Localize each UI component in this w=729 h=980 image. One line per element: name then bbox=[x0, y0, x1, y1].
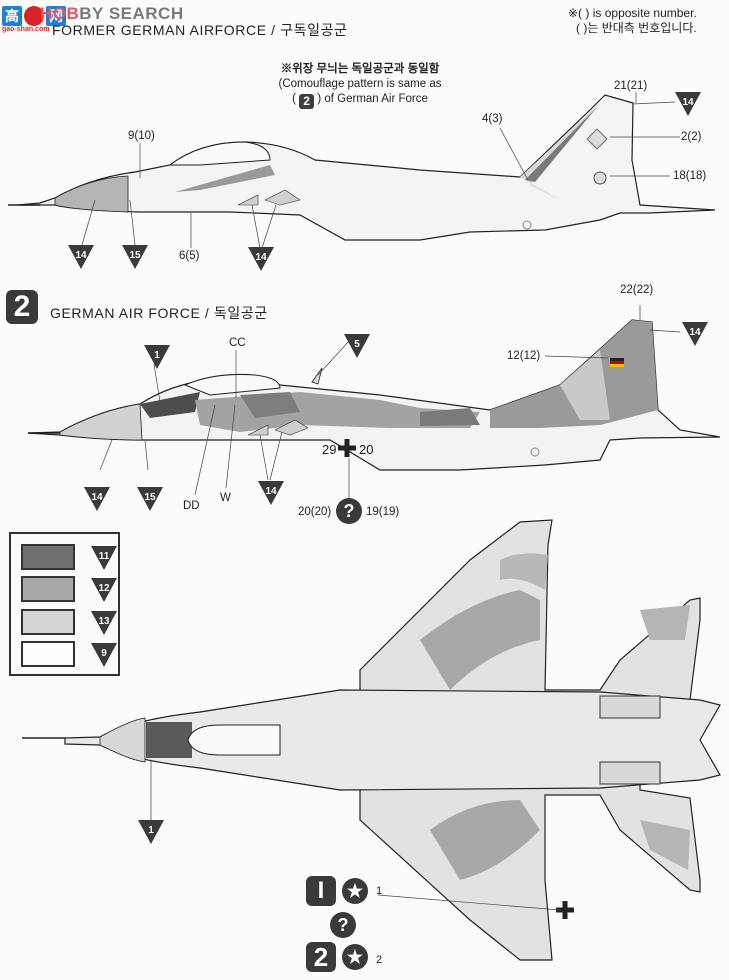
section2-ref-badge: 2 bbox=[299, 94, 315, 109]
aircraft2-side-view bbox=[27, 319, 721, 471]
opposite-number-note: ※( ) is opposite number. ( )는 반대측 번호입니다. bbox=[568, 6, 697, 36]
version1-badge: I bbox=[306, 876, 336, 906]
svg-text:9: 9 bbox=[101, 648, 107, 659]
question-icon: ? bbox=[336, 498, 362, 524]
svg-text:15: 15 bbox=[144, 492, 156, 503]
decal-label-cc: CC bbox=[229, 337, 246, 349]
logo-thumb-icon bbox=[24, 6, 44, 26]
svg-text:14: 14 bbox=[255, 252, 267, 263]
svg-text:14: 14 bbox=[91, 492, 103, 503]
swatch-white bbox=[21, 641, 75, 667]
watermark-text: HOBBY SEARCH bbox=[40, 4, 184, 24]
watermark-prefix: HOB bbox=[40, 4, 80, 23]
legend-code-11: 11 bbox=[91, 546, 117, 575]
star1-label: 1 bbox=[376, 885, 383, 897]
decal-label-21: 21(21) bbox=[614, 80, 648, 92]
legend-code-13: 13 bbox=[91, 611, 117, 640]
decal-label-12: 12(12) bbox=[507, 350, 541, 362]
decal-number-29: 29 bbox=[322, 442, 337, 457]
aircraft1-side-view bbox=[8, 94, 716, 241]
watermark-main: BY SEARCH bbox=[79, 4, 184, 23]
camo-note-en2: ( 2 ) of German Air Force bbox=[265, 92, 455, 109]
svg-text:14: 14 bbox=[682, 97, 694, 108]
paren-open: ( bbox=[292, 93, 296, 105]
paint-callout-14-tail: 14 bbox=[675, 92, 701, 116]
decal-label-22: 22(22) bbox=[620, 284, 654, 296]
paint-callout-14: 14 bbox=[68, 245, 94, 269]
decal-label-4: 4(3) bbox=[482, 113, 503, 125]
camo-note-ko: ※위장 무늬는 독일공군과 동일함 bbox=[280, 63, 440, 75]
svg-text:12: 12 bbox=[98, 583, 110, 594]
decal-label-9: 9(10) bbox=[128, 130, 155, 142]
decal-label-6: 6(5) bbox=[179, 250, 200, 262]
color-legend: 11 12 13 9 bbox=[9, 532, 120, 676]
decal-label-dd: DD bbox=[183, 500, 200, 512]
section1-title: FORMER GERMAN AIRFORCE / 구독일공군 bbox=[52, 22, 348, 38]
svg-text:5: 5 bbox=[354, 339, 360, 350]
logo-url: gao-shan.com bbox=[2, 26, 50, 33]
decal-label-2: 2(2) bbox=[681, 131, 702, 143]
paint-callout-1: 1 bbox=[138, 820, 164, 844]
camo-note-en1: (Comouflage pattern is same as bbox=[278, 78, 442, 90]
logo-left-char: 高 bbox=[2, 6, 22, 26]
star2-label: 2 bbox=[376, 954, 383, 966]
decal-label-18: 18(18) bbox=[673, 170, 707, 182]
swatch-mid-gray bbox=[21, 576, 75, 602]
camo-note-en2-text: ) of German Air Force bbox=[317, 93, 428, 105]
paint-callout-1: 1 bbox=[144, 345, 170, 369]
legend-code-12: 12 bbox=[91, 578, 117, 607]
svg-text:11: 11 bbox=[99, 551, 110, 562]
section2-title: GERMAN AIR FORCE / 독일공군 bbox=[50, 305, 268, 321]
paint-callout-5: 5 bbox=[344, 334, 370, 358]
star-icon: ★ bbox=[342, 878, 368, 904]
version2-badge: 2 bbox=[306, 942, 336, 972]
camouflage-note: ※위장 무늬는 독일공군과 동일함 (Comouflage pattern is… bbox=[265, 62, 455, 109]
legend-code-9: 9 bbox=[91, 643, 117, 672]
paint-callout-14: 14 bbox=[258, 481, 284, 505]
svg-text:1: 1 bbox=[154, 350, 160, 361]
logo-right-char: 网 bbox=[46, 6, 66, 26]
paint-callout-15: 15 bbox=[122, 245, 148, 269]
svg-text:14: 14 bbox=[689, 327, 701, 338]
svg-text:14: 14 bbox=[75, 250, 87, 261]
decal-label-20: 20(20) bbox=[298, 506, 332, 518]
insignia-legend: I ★ 1 ? 2 ★ 2 bbox=[300, 872, 390, 972]
swatch-dark-gray bbox=[21, 544, 75, 570]
paint-callout-14-tail: 14 bbox=[682, 322, 708, 346]
svg-text:13: 13 bbox=[98, 616, 110, 627]
paint-callout-14: 14 bbox=[84, 487, 110, 511]
question-icon: ? bbox=[330, 912, 356, 938]
decal-label-19: 19(19) bbox=[366, 506, 400, 518]
watermark-logo: 高 网 gao-shan.com bbox=[2, 6, 66, 34]
paint-callout-15: 15 bbox=[137, 487, 163, 511]
star-icon: ★ bbox=[342, 944, 368, 970]
decal-number-20: 20 bbox=[359, 442, 374, 457]
svg-text:14: 14 bbox=[265, 486, 277, 497]
note-line-en: ※( ) is opposite number. bbox=[568, 6, 697, 20]
note-line-ko: ( )는 반대측 번호입니다. bbox=[576, 21, 697, 35]
svg-text:15: 15 bbox=[129, 250, 141, 261]
section2-badge: 2 bbox=[6, 290, 38, 324]
svg-text:1: 1 bbox=[148, 825, 154, 836]
swatch-light-gray bbox=[21, 609, 75, 635]
paint-callout-14: 14 bbox=[248, 247, 274, 271]
decal-label-w: W bbox=[220, 492, 231, 504]
aircraft-top-view bbox=[22, 519, 721, 961]
